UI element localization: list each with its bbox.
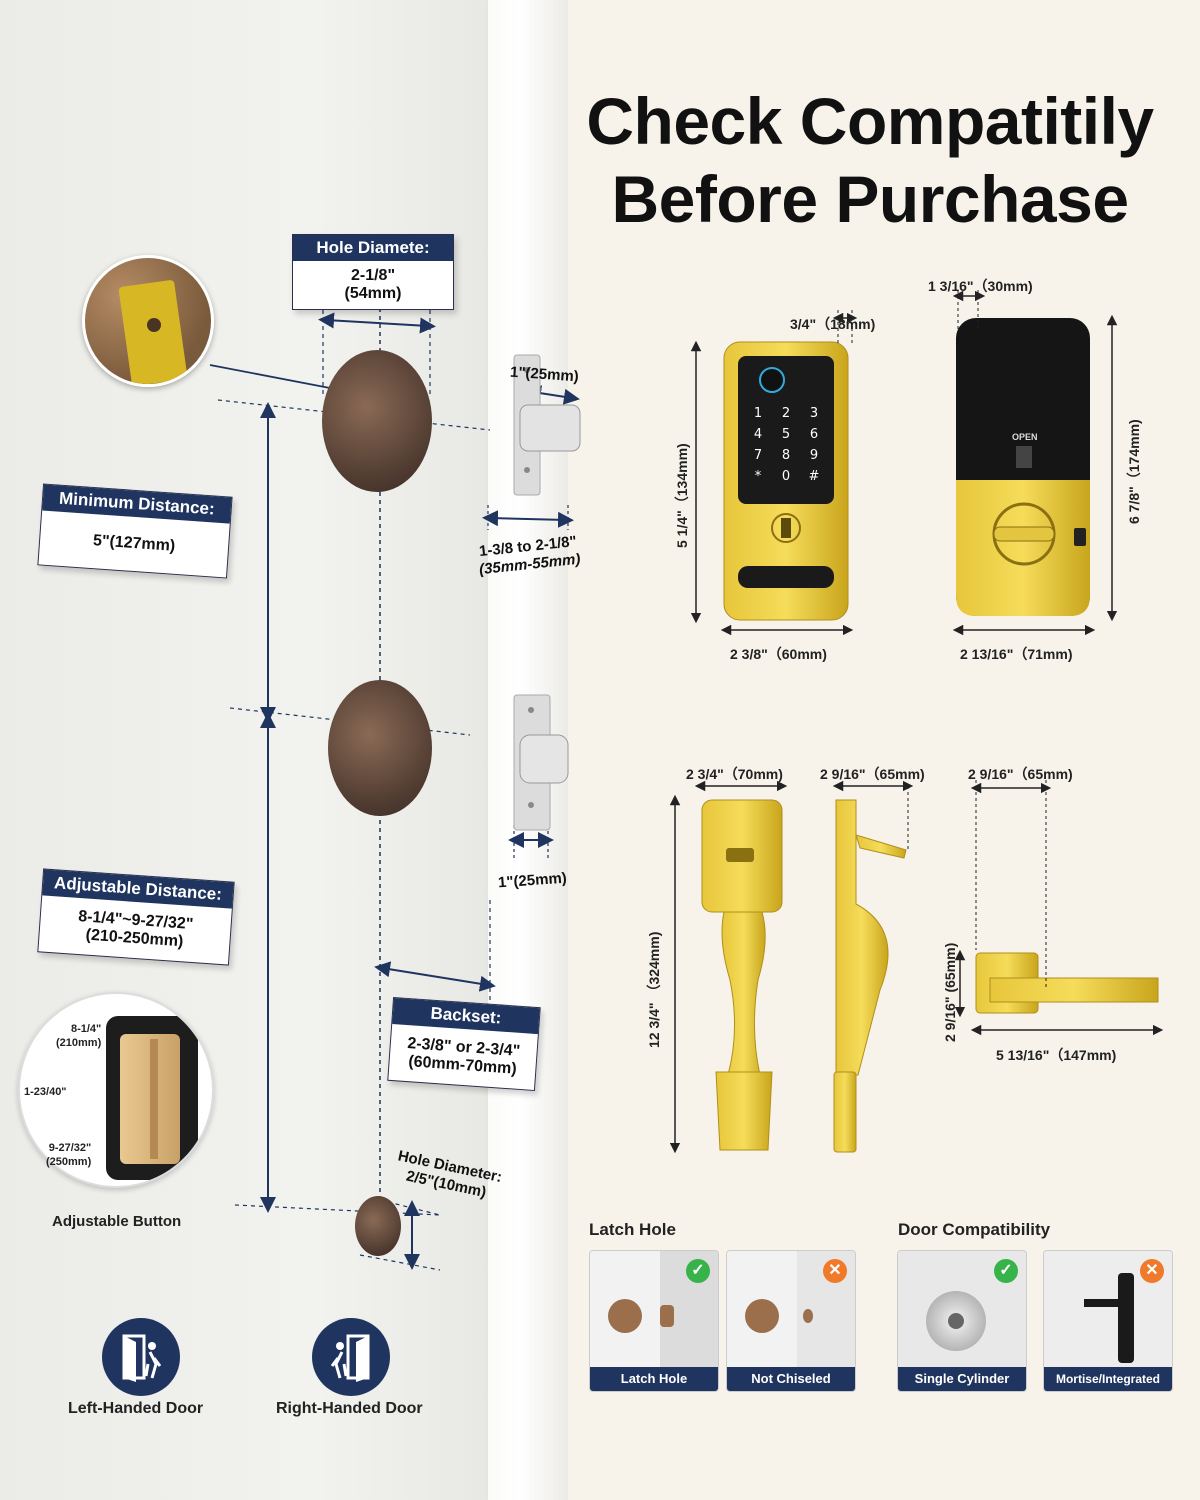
latch-hole-title: Latch Hole bbox=[589, 1220, 676, 1239]
left-handed-door-label: Left-Handed Door bbox=[68, 1400, 204, 1417]
hole-diameter-value: 2-1/8" (54mm) bbox=[344, 267, 402, 302]
handleset-side-depth: 2 9/16"（65mm) bbox=[820, 766, 925, 782]
key-5[interactable]: 5 bbox=[781, 427, 791, 442]
adjuster-d1: 8-1/4"(210mm) bbox=[56, 1023, 102, 1049]
adjustable-button-caption: Adjustable Button bbox=[52, 1213, 182, 1230]
main-bore-hole bbox=[322, 350, 432, 492]
key-4[interactable]: 4 bbox=[753, 427, 763, 442]
interior-depth: 1 3/16"（30mm) bbox=[928, 278, 1033, 294]
check-icon: ✓ bbox=[994, 1259, 1018, 1283]
key-1[interactable]: 1 bbox=[753, 406, 763, 421]
cross-icon: ✕ bbox=[823, 1259, 847, 1283]
key-2[interactable]: 2 bbox=[781, 406, 791, 421]
lever-height: 2 9/16" (65mm) bbox=[942, 942, 958, 1042]
key-0[interactable]: 0 bbox=[781, 469, 791, 484]
key-9[interactable]: 9 bbox=[809, 448, 819, 463]
interior-open-label: OPEN bbox=[1012, 432, 1038, 442]
keypad-grid: 1 2 3 4 5 6 7 8 9 * 0 # bbox=[744, 406, 828, 484]
handleset-front-width: 2 3/4"（70mm) bbox=[686, 766, 783, 782]
page-title: Check Compatitily Before Purchase bbox=[586, 84, 1154, 236]
check-icon: ✓ bbox=[686, 1259, 710, 1283]
latch-hole-bad-card: ✕ Not Chiseled bbox=[726, 1250, 856, 1392]
small-screw-hole bbox=[355, 1196, 401, 1256]
latch-hole-bad-caption: Not Chiseled bbox=[727, 1367, 855, 1391]
handleset-height: 12 3/4" （324mm) bbox=[646, 931, 662, 1048]
keypad-width: 2 3/8"（60mm) bbox=[730, 646, 827, 662]
lever-depth: 2 9/16"（65mm) bbox=[968, 766, 1073, 782]
latch-hole-good-card: ✓ Latch Hole bbox=[589, 1250, 719, 1392]
key-star[interactable]: * bbox=[754, 469, 762, 484]
key-3[interactable]: 3 bbox=[809, 406, 819, 421]
single-cylinder-caption: Single Cylinder bbox=[898, 1367, 1026, 1391]
key-7[interactable]: 7 bbox=[753, 448, 763, 463]
interior-width: 2 13/16"（71mm) bbox=[960, 646, 1073, 662]
right-handed-door-label: Right-Handed Door bbox=[276, 1400, 423, 1417]
adjuster-mid: 1-23/40" bbox=[24, 1086, 67, 1098]
latch-hole-good-caption: Latch Hole bbox=[590, 1367, 718, 1391]
key-8[interactable]: 8 bbox=[781, 448, 791, 463]
mortise-card: ✕ Mortise/Integrated bbox=[1043, 1250, 1173, 1392]
key-6[interactable]: 6 bbox=[809, 427, 819, 442]
lever-length: 5 13/16"（147mm) bbox=[996, 1047, 1117, 1063]
keypad-height: 5 1/4"（134mm) bbox=[674, 443, 690, 548]
single-cylinder-card: ✓ Single Cylinder bbox=[897, 1250, 1027, 1392]
adjuster-zoom bbox=[18, 992, 214, 1188]
cross-icon: ✕ bbox=[1140, 1259, 1164, 1283]
left-handed-door-icon bbox=[102, 1318, 180, 1396]
interior-height: 6 7/8"（174mm) bbox=[1126, 419, 1142, 524]
right-handed-door-icon bbox=[312, 1318, 390, 1396]
keypad-depth: 3/4"（18mm) bbox=[790, 316, 876, 332]
key-hash[interactable]: # bbox=[808, 469, 820, 484]
mortise-caption: Mortise/Integrated bbox=[1044, 1367, 1172, 1391]
adjuster-d2: 9-27/32"(250mm) bbox=[46, 1142, 92, 1168]
lower-bore-hole bbox=[328, 680, 432, 816]
latch-zoom-photo bbox=[82, 255, 214, 387]
door-compat-title: Door Compatibility bbox=[898, 1220, 1051, 1239]
hole-diameter-label: Hole Diamete: 2-1/8" (54mm) bbox=[292, 234, 454, 310]
hole-diameter-title: Hole Diamete: bbox=[293, 235, 453, 261]
